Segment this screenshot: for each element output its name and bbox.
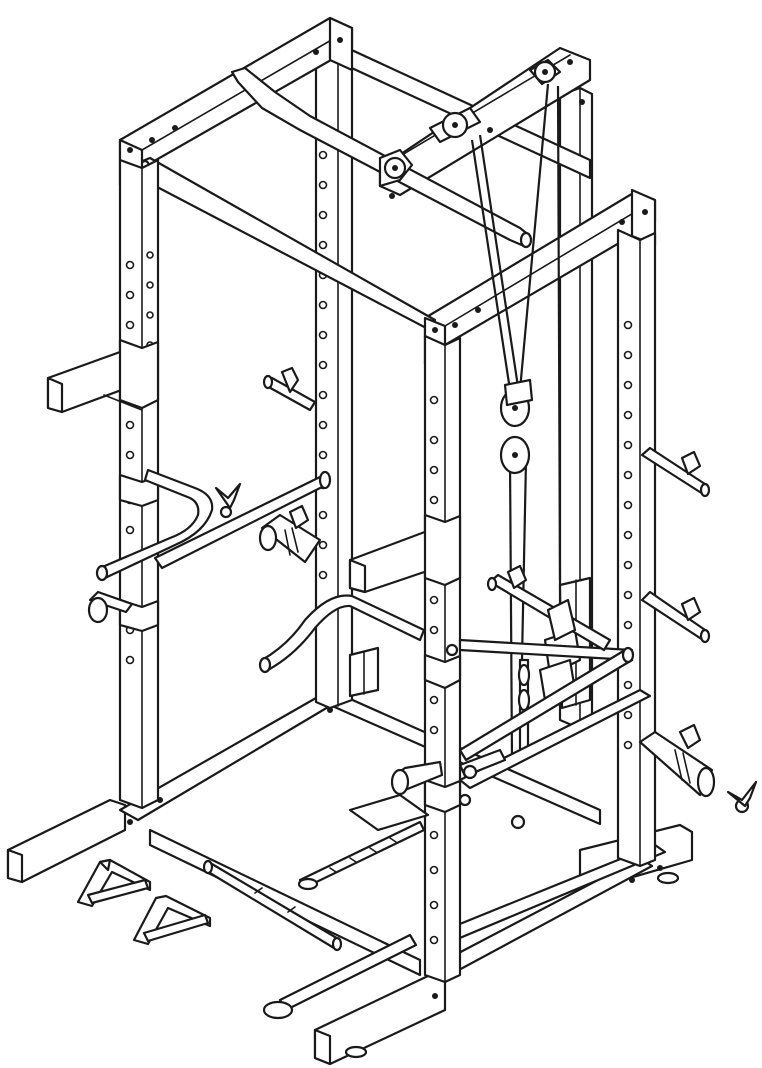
- curl-bar-middle: [258, 594, 459, 674]
- weight-horn-4: [640, 446, 711, 498]
- lower-rails: [458, 638, 652, 790]
- spring-collar-1: [214, 482, 242, 519]
- front-right-upright: [423, 334, 462, 984]
- j-hook-right: [423, 653, 462, 814]
- spring-collar-loose: [726, 780, 758, 814]
- cable-pulleys: [499, 378, 534, 752]
- base-frame: [6, 688, 694, 1066]
- weight-horn-7: [486, 564, 612, 652]
- top-frame: [118, 16, 657, 374]
- weight-horn-2: [258, 504, 322, 564]
- cable-chain: [297, 820, 426, 891]
- weight-horn-1: [262, 366, 317, 412]
- cables: [470, 83, 562, 761]
- weight-horn-3: [87, 590, 134, 624]
- floor-plate: [348, 793, 430, 832]
- ankle-strap: [262, 933, 418, 1020]
- rear-left-holes: [318, 150, 328, 580]
- stirrup-handle-2: [132, 894, 212, 946]
- dip-bar-left: [95, 468, 332, 582]
- low-pulley-bracket: [348, 646, 526, 830]
- weight-horn-5: [640, 590, 711, 644]
- right-side-upright: [616, 228, 657, 868]
- weight-horn-8: [390, 760, 444, 796]
- straight-handle-bar: [202, 859, 343, 952]
- lower-safety-bar: [458, 646, 635, 762]
- safety-spotter-right: [348, 513, 462, 594]
- safety-spotter-left: [46, 338, 160, 414]
- weight-horn-6: [638, 723, 716, 798]
- top-pulley-assembly: [378, 58, 562, 199]
- stirrup-handle-1: [76, 858, 152, 908]
